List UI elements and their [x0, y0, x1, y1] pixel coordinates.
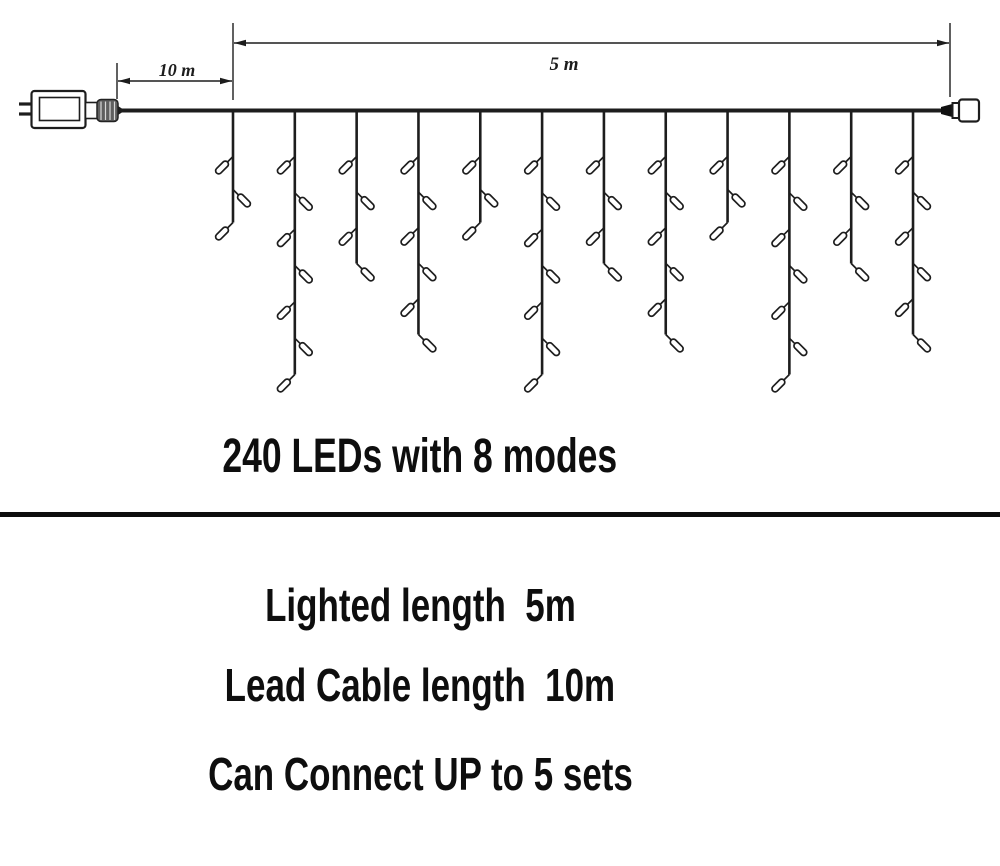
led-bulb: [523, 228, 543, 248]
led-bulb: [832, 227, 852, 247]
led-bulb: [647, 227, 667, 246]
led-bulb: [771, 373, 790, 393]
led-bulb: [894, 227, 914, 246]
led-bulb: [912, 262, 932, 282]
led-bulb: [894, 298, 914, 318]
led-count-title: 240 LEDs with 8 modes: [0, 433, 840, 481]
section-divider: [0, 512, 1000, 517]
led-bulb: [585, 227, 605, 247]
led-bulb: [276, 373, 296, 393]
led-bulb: [665, 262, 684, 282]
led-bulb: [417, 262, 437, 282]
icicle-drops: [214, 110, 932, 393]
dimension-lead-length: 10 m: [116, 60, 232, 99]
spec-connect-sets: Can Connect UP to 5 sets: [0, 751, 840, 797]
led-bulb: [523, 155, 543, 175]
led-bulb: [912, 191, 932, 211]
led-bulb: [462, 221, 481, 241]
drop-wire: [709, 110, 746, 241]
drop-wire: [338, 110, 375, 282]
led-bulb: [276, 155, 296, 175]
drop-wire: [400, 110, 437, 353]
end-connector: [941, 98, 981, 123]
led-bulb: [665, 191, 684, 211]
led-bulb: [400, 298, 420, 318]
led-bulb: [338, 155, 358, 175]
led-bulb: [356, 191, 375, 211]
led-bulb: [294, 337, 314, 357]
led-bulb: [665, 333, 684, 353]
connector-wedge: [941, 103, 954, 118]
led-bulb: [850, 262, 870, 282]
led-bulb: [417, 333, 437, 353]
connector-body: [957, 98, 981, 123]
led-bulb: [894, 155, 914, 175]
spec-lighted-length: Lighted length 5m: [0, 582, 840, 628]
led-bulb: [276, 301, 296, 321]
drop-wire: [214, 110, 252, 241]
led-bulb: [541, 264, 561, 284]
lead-length-label: 10 m: [159, 60, 196, 80]
led-bulb: [276, 228, 296, 248]
led-bulb: [356, 262, 375, 282]
drop-wire: [647, 110, 684, 353]
led-bulb: [294, 264, 314, 284]
drop-wire: [462, 110, 499, 241]
drop-wire: [894, 110, 932, 353]
spec-lead-cable-length-text: Lead Cable length 10m: [224, 659, 616, 711]
led-bulb: [523, 301, 543, 321]
drop-wire: [276, 110, 314, 393]
led-bulb: [462, 155, 481, 175]
drop-wire: [523, 110, 561, 393]
led-bulb: [214, 221, 234, 241]
led-bulb: [912, 333, 932, 353]
led-bulb: [788, 192, 808, 212]
led-bulb: [771, 228, 790, 248]
led-bulb: [771, 155, 790, 175]
drop-wire: [771, 110, 808, 393]
led-bulb: [709, 221, 729, 241]
adapter-label-window: [38, 96, 81, 122]
led-bulb: [771, 301, 790, 321]
drop-wire: [585, 110, 623, 282]
led-count-title-text: 240 LEDs with 8 modes: [222, 430, 618, 483]
led-bulb: [400, 155, 420, 175]
led-bulb: [603, 191, 623, 211]
led-bulb: [850, 191, 870, 211]
led-bulb: [726, 188, 746, 208]
dimension-total-length: 5 m: [232, 23, 951, 100]
drop-wire: [832, 110, 870, 282]
power-adapter: [19, 89, 125, 130]
spec-lighted-length-text: Lighted length 5m: [264, 579, 576, 631]
led-bulb: [232, 188, 252, 208]
spec-lead-cable-length: Lead Cable length 10m: [0, 662, 840, 708]
led-bulb: [338, 227, 358, 247]
led-bulb: [417, 191, 437, 211]
led-bulb: [709, 155, 729, 175]
led-bulb: [214, 155, 234, 175]
led-bulb: [523, 373, 543, 393]
led-bulb: [603, 262, 623, 282]
led-bulb: [541, 337, 561, 357]
led-bulb: [294, 192, 314, 212]
led-bulb: [647, 298, 667, 318]
adapter-neck: [84, 101, 99, 120]
led-bulb: [788, 264, 808, 284]
total-length-label: 5 m: [549, 54, 578, 75]
icicle-lights-diagram: 5 m 10 m: [19, 23, 981, 393]
led-bulb: [585, 155, 605, 175]
led-bulb: [647, 155, 667, 175]
led-bulb: [788, 337, 808, 357]
led-bulb: [832, 155, 852, 175]
spec-connect-sets-text: Can Connect UP to 5 sets: [207, 748, 633, 800]
led-bulb: [541, 192, 561, 212]
led-bulb: [479, 188, 499, 208]
led-bulb: [400, 227, 420, 246]
